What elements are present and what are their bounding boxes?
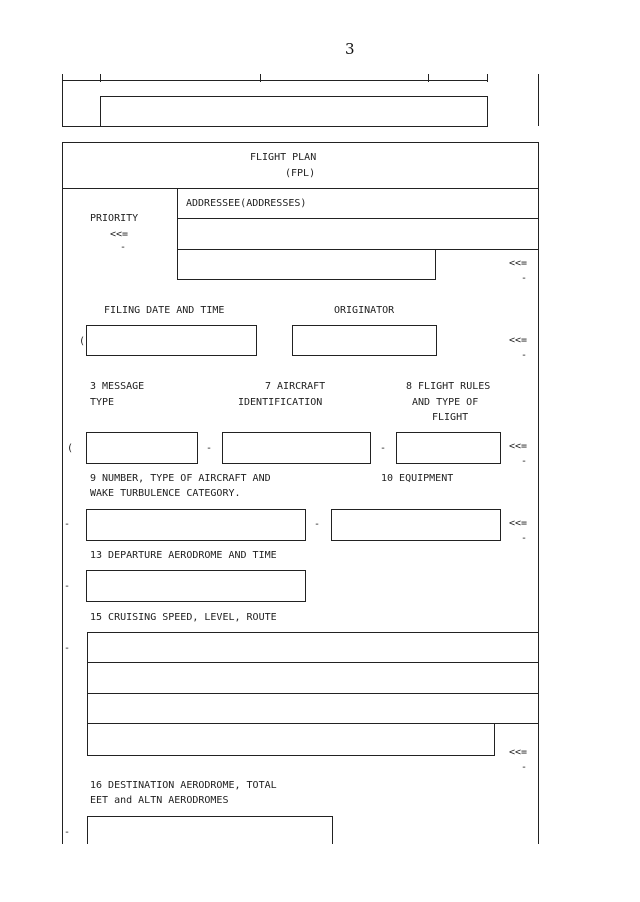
- field15-label: 15 CRUISING SPEED, LEVEL, ROUTE: [90, 612, 277, 623]
- equipment-field[interactable]: [331, 509, 501, 541]
- field13-label: 13 DEPARTURE AERODROME AND TIME: [90, 550, 277, 561]
- route-line-3[interactable]: [87, 693, 538, 694]
- field3-label-1: 3 MESSAGE: [90, 381, 145, 392]
- addressee-line-1[interactable]: [177, 218, 538, 219]
- end-dash: -: [521, 456, 528, 467]
- end-marker: <<=: [509, 747, 528, 758]
- separator-dash: -: [206, 443, 213, 454]
- field9-label-2: WAKE TURBULENCE CATEGORY.: [90, 488, 241, 499]
- field10-label: 10 EQUIPMENT: [381, 473, 454, 484]
- end-dash: -: [521, 762, 528, 773]
- end-marker: <<=: [509, 335, 528, 346]
- separator-dash: -: [380, 443, 387, 454]
- aircraft-type-field[interactable]: [86, 509, 306, 541]
- field8-label-1: 8 FLIGHT RULES: [406, 381, 491, 392]
- field16-label-1: 16 DESTINATION AERODROME, TOTAL: [90, 780, 277, 791]
- field8-label-2: AND TYPE OF: [412, 397, 479, 408]
- form-top-border: [62, 142, 538, 143]
- field8-label-3: FLIGHT: [432, 412, 469, 423]
- originator-field[interactable]: [292, 325, 437, 356]
- priority-marker: <<=: [110, 229, 129, 240]
- form-right-border: [538, 142, 539, 844]
- addressee-label: ADDRESSEE(ADDRESSES): [186, 198, 307, 209]
- page-number: 3: [345, 40, 355, 58]
- filing-date-label: FILING DATE AND TIME: [104, 305, 225, 316]
- route-line-1[interactable]: [87, 632, 538, 633]
- route-line-5[interactable]: [87, 755, 494, 756]
- priority-dash: -: [120, 242, 127, 253]
- end-dash: -: [521, 273, 528, 284]
- end-dash: -: [521, 350, 528, 361]
- separator-dash: -: [314, 519, 321, 530]
- filing-date-field[interactable]: [86, 325, 257, 356]
- form-subtitle: (FPL): [285, 168, 316, 179]
- field16-label-2: EET and ALTN AERODROMES: [90, 795, 229, 806]
- originator-label: ORIGINATOR: [334, 305, 395, 316]
- row-dash: -: [64, 643, 71, 654]
- flight-rules-field[interactable]: [396, 432, 501, 464]
- row3-open-paren: (: [67, 443, 74, 454]
- route-line-2[interactable]: [87, 662, 538, 663]
- top-field-box[interactable]: [100, 96, 488, 127]
- priority-label: PRIORITY: [90, 213, 139, 224]
- form-title: FLIGHT PLAN: [250, 152, 317, 163]
- end-marker: <<=: [509, 441, 528, 452]
- field7-label-1: 7 AIRCRAFT: [265, 381, 326, 392]
- end-dash: -: [521, 533, 528, 544]
- end-marker: <<=: [509, 258, 528, 269]
- row-dash: -: [64, 519, 71, 530]
- open-paren: (: [79, 336, 86, 347]
- row-dash: -: [64, 827, 71, 838]
- field9-label-1: 9 NUMBER, TYPE OF AIRCRAFT AND: [90, 473, 271, 484]
- end-marker: <<=: [509, 518, 528, 529]
- route-line-4[interactable]: [87, 723, 538, 724]
- addressee-line-3[interactable]: [177, 279, 435, 280]
- message-type-field[interactable]: [86, 432, 198, 464]
- row-dash: -: [64, 581, 71, 592]
- field7-label-2: IDENTIFICATION: [238, 397, 323, 408]
- addressee-line-2[interactable]: [177, 249, 538, 250]
- departure-field[interactable]: [86, 570, 306, 602]
- aircraft-id-field[interactable]: [222, 432, 371, 464]
- form-left-border: [62, 142, 63, 844]
- destination-field-top[interactable]: [87, 816, 332, 817]
- field3-label-2: TYPE: [90, 397, 115, 408]
